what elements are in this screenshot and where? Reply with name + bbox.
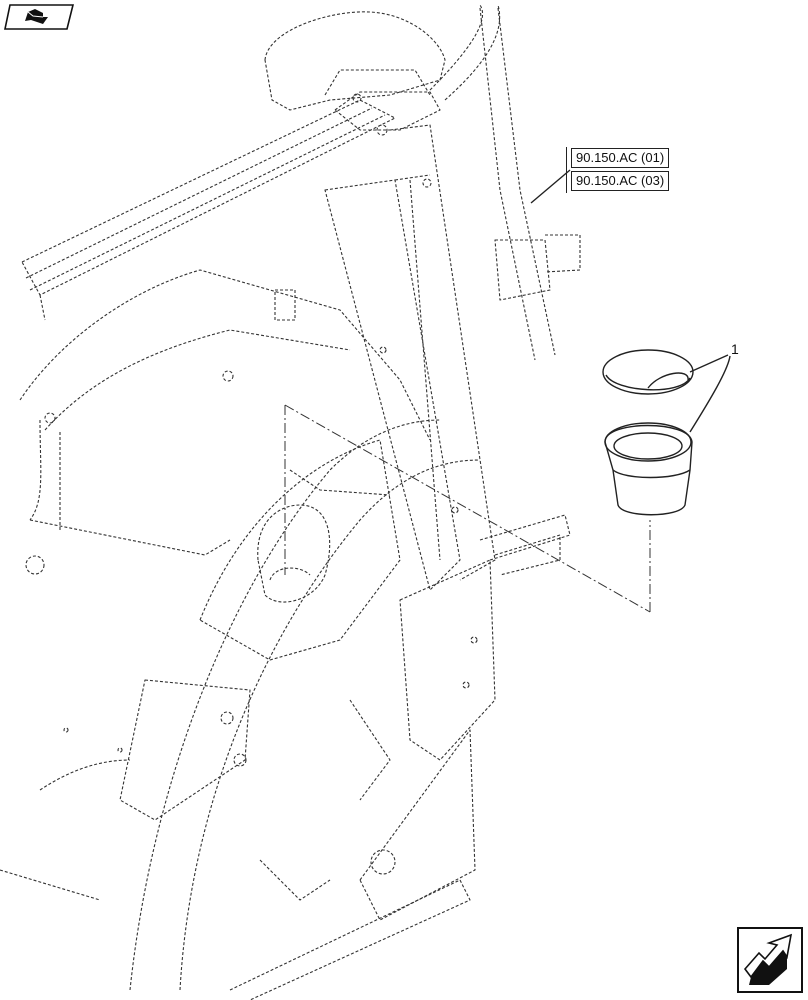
next-page-arrow-icon[interactable]	[737, 927, 803, 993]
grommet-cap	[602, 349, 694, 395]
reference-label-2[interactable]: 90.150.AC (03)	[571, 171, 670, 191]
reference-leader	[530, 169, 571, 204]
lower-console	[119, 419, 481, 991]
reference-bracket	[566, 147, 567, 193]
right-bracket	[479, 514, 571, 576]
reference-label-1[interactable]: 90.150.AC (01)	[571, 148, 670, 168]
upper-beam	[21, 99, 396, 321]
roof-rail	[429, 4, 581, 361]
floor-outline	[0, 727, 131, 901]
left-panel	[19, 269, 431, 575]
side-panel	[229, 559, 496, 1000]
center-pillar	[324, 124, 496, 591]
grommet-cup	[604, 422, 693, 516]
book-arrow-icon[interactable]	[4, 4, 74, 30]
callout-leaders	[689, 354, 731, 433]
assembly-centerline	[284, 404, 651, 613]
top-bracket	[264, 11, 446, 136]
arrow-icon	[743, 933, 793, 985]
callout-number: 1	[731, 341, 739, 357]
